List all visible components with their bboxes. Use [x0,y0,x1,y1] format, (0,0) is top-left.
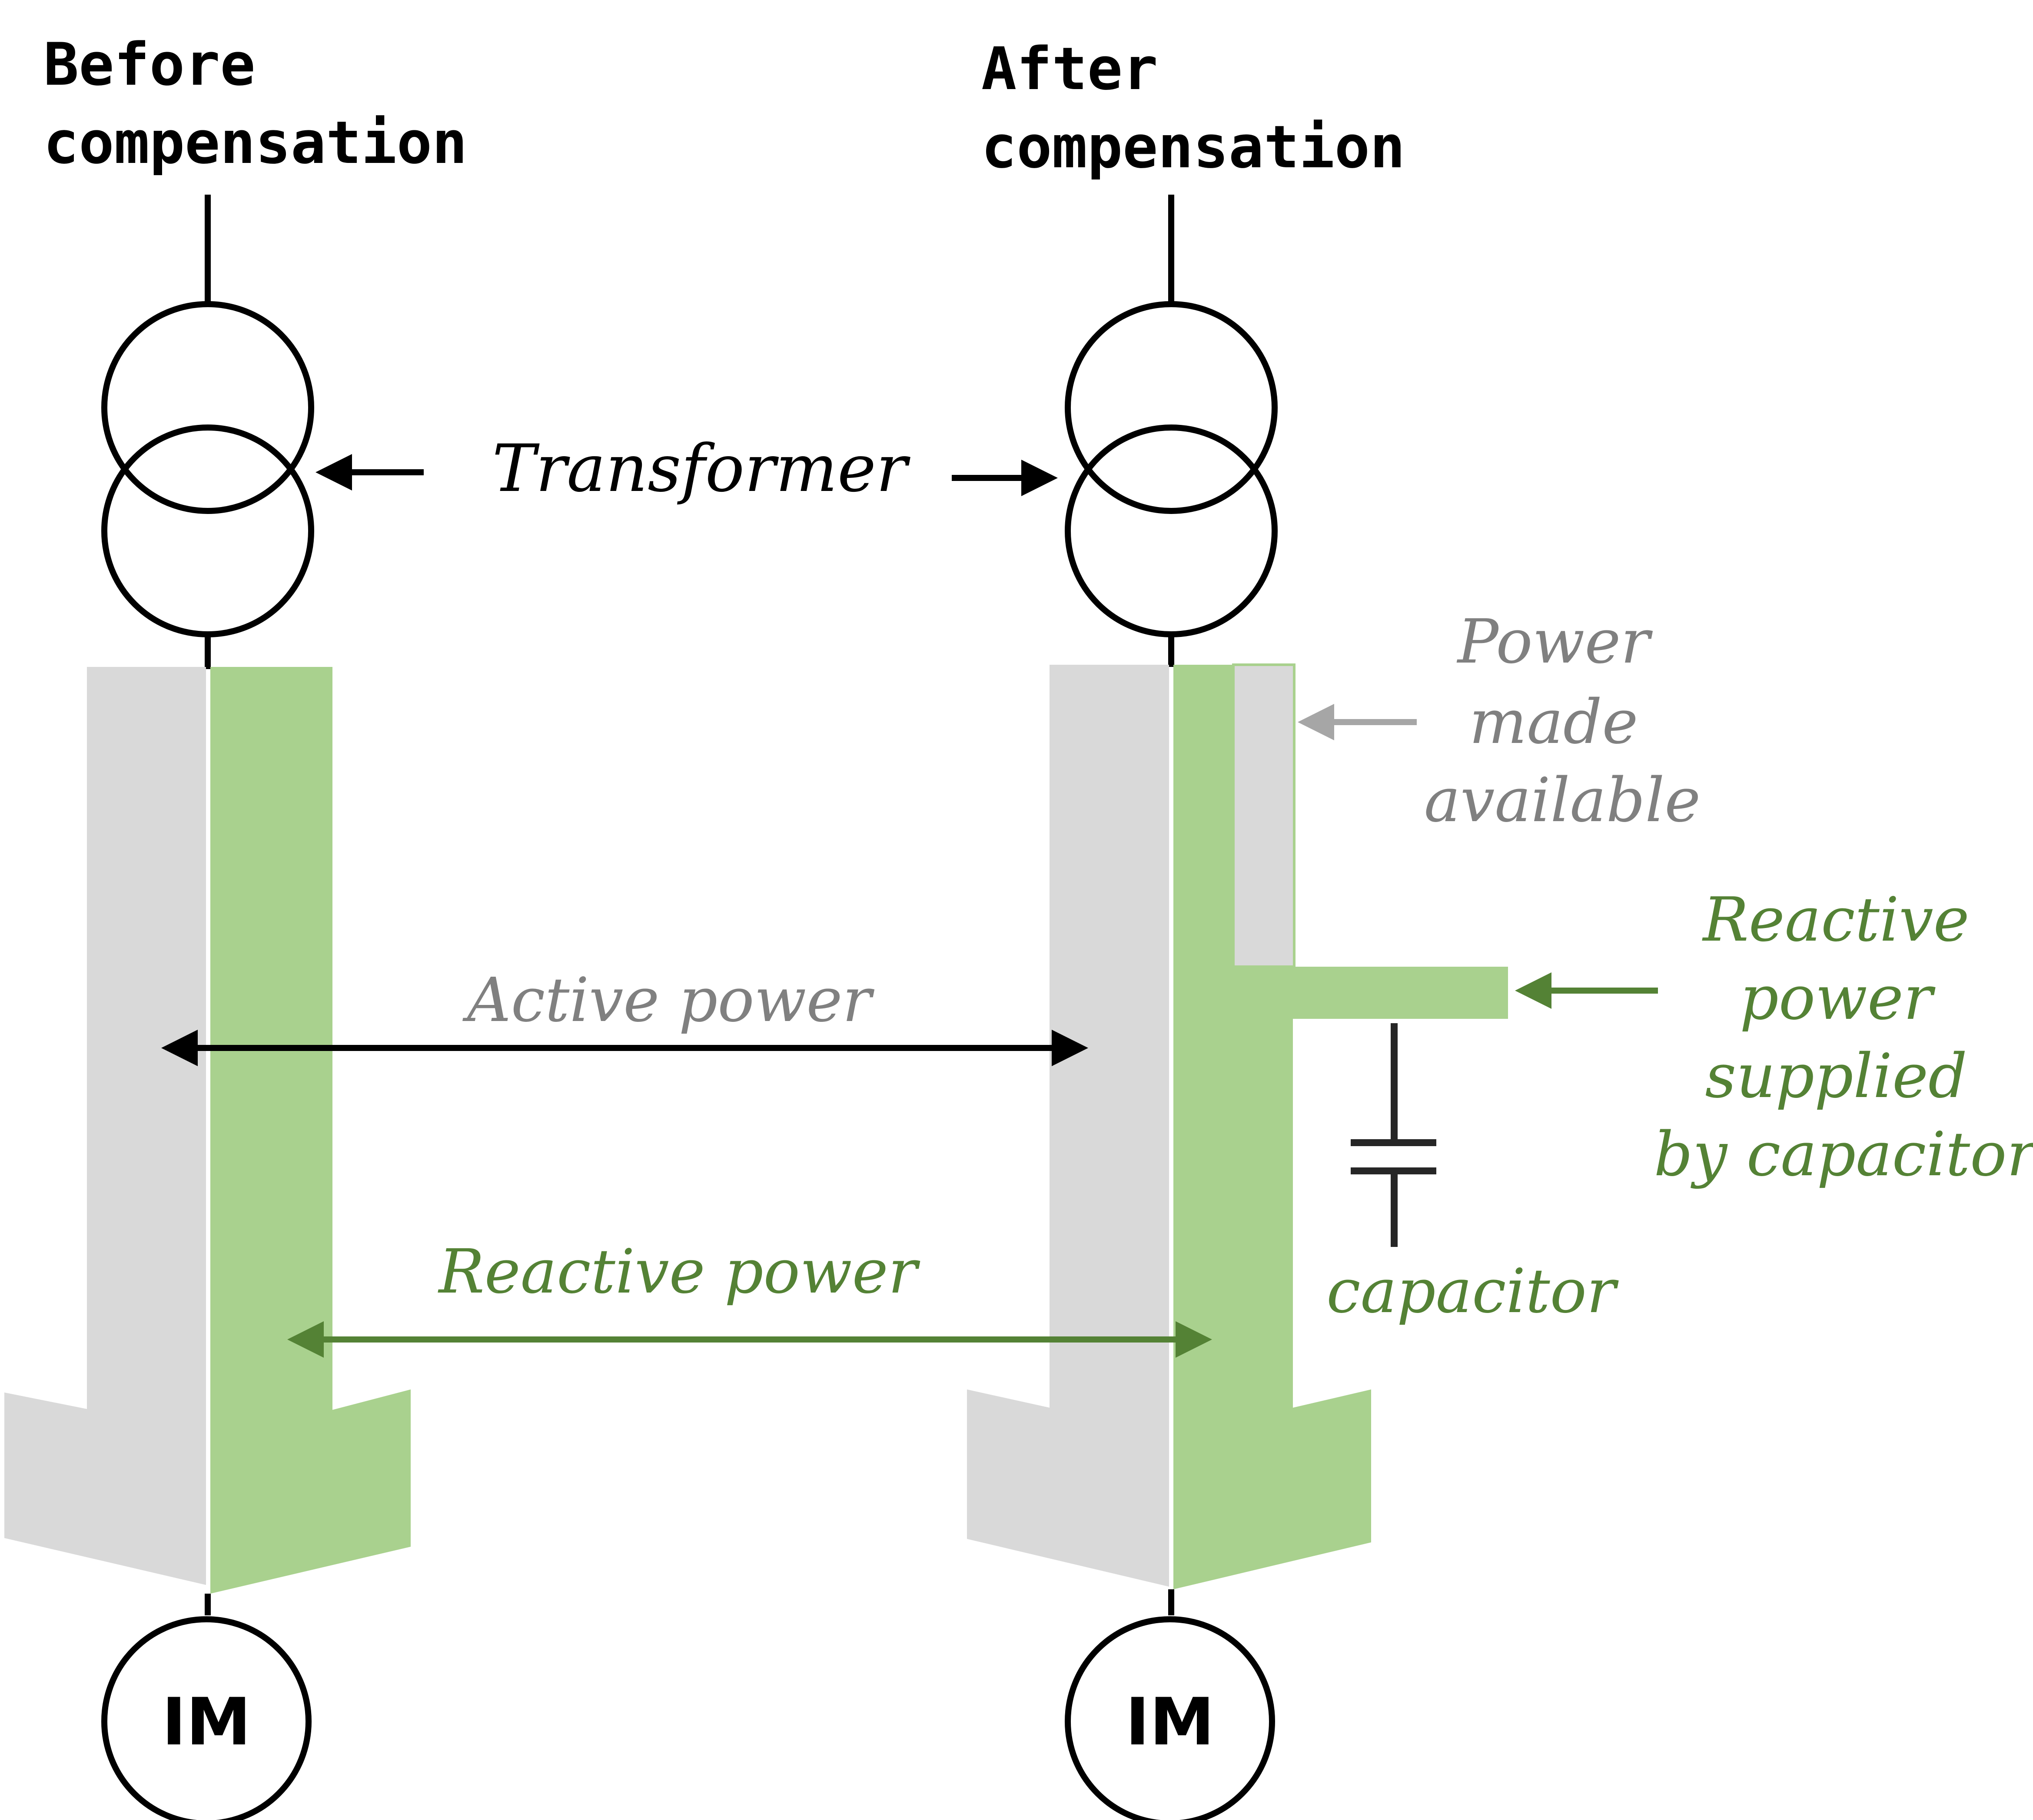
transformer-callout: Transformer [316,431,1058,507]
after-title-line2: compensation [981,113,1405,181]
before-transformer-primary [101,301,314,514]
power-made-available-callout: Power made available [1298,607,1701,836]
reactive-power-callout: Reactive power [287,1237,1212,1358]
transformer-label: Transformer [492,431,910,507]
before-reactive-power-band [210,667,411,1594]
after-reactive-power-band [1173,665,1508,1589]
power-made-available-line3: available [1424,765,1701,836]
before-motor [101,1616,312,1820]
power-made-available-band [1232,663,1296,968]
before-active-power-band [4,667,206,1585]
after-title-line1: After [981,35,1158,103]
capacitor-label: capacitor [1326,1256,1619,1327]
after-transformer-primary [1065,301,1278,514]
reactive-supplied-line1: Reactive [1701,885,1969,955]
reactive-power-label: Reactive power [437,1237,920,1307]
before-section: Before compensation IM [4,30,467,1820]
active-power-label: Active power [462,965,875,1036]
capacitor-symbol [1351,1023,1436,1247]
after-active-power-band [967,665,1169,1587]
active-power-callout: Active power [161,965,1088,1066]
after-section: After compensation IM [967,35,1508,1820]
before-motor-label: IM [162,1684,251,1760]
power-made-available-line1: Power [1456,607,1653,677]
after-motor [1065,1616,1275,1820]
reactive-supplied-line4: by capacitor [1654,1119,2033,1190]
reactive-supplied-line3: supplied [1705,1041,1967,1112]
power-made-available-line2: made [1469,687,1638,758]
reactive-supplied-line2: power [1740,963,1936,1034]
after-transformer-secondary [1065,424,1278,637]
after-motor-label: IM [1125,1684,1214,1760]
before-transformer-secondary [101,424,314,637]
before-title-line1: Before [43,30,256,99]
reactive-supplied-callout: Reactive power supplied by capacitor [1515,885,2033,1190]
before-title-line2: compensation [43,109,467,177]
